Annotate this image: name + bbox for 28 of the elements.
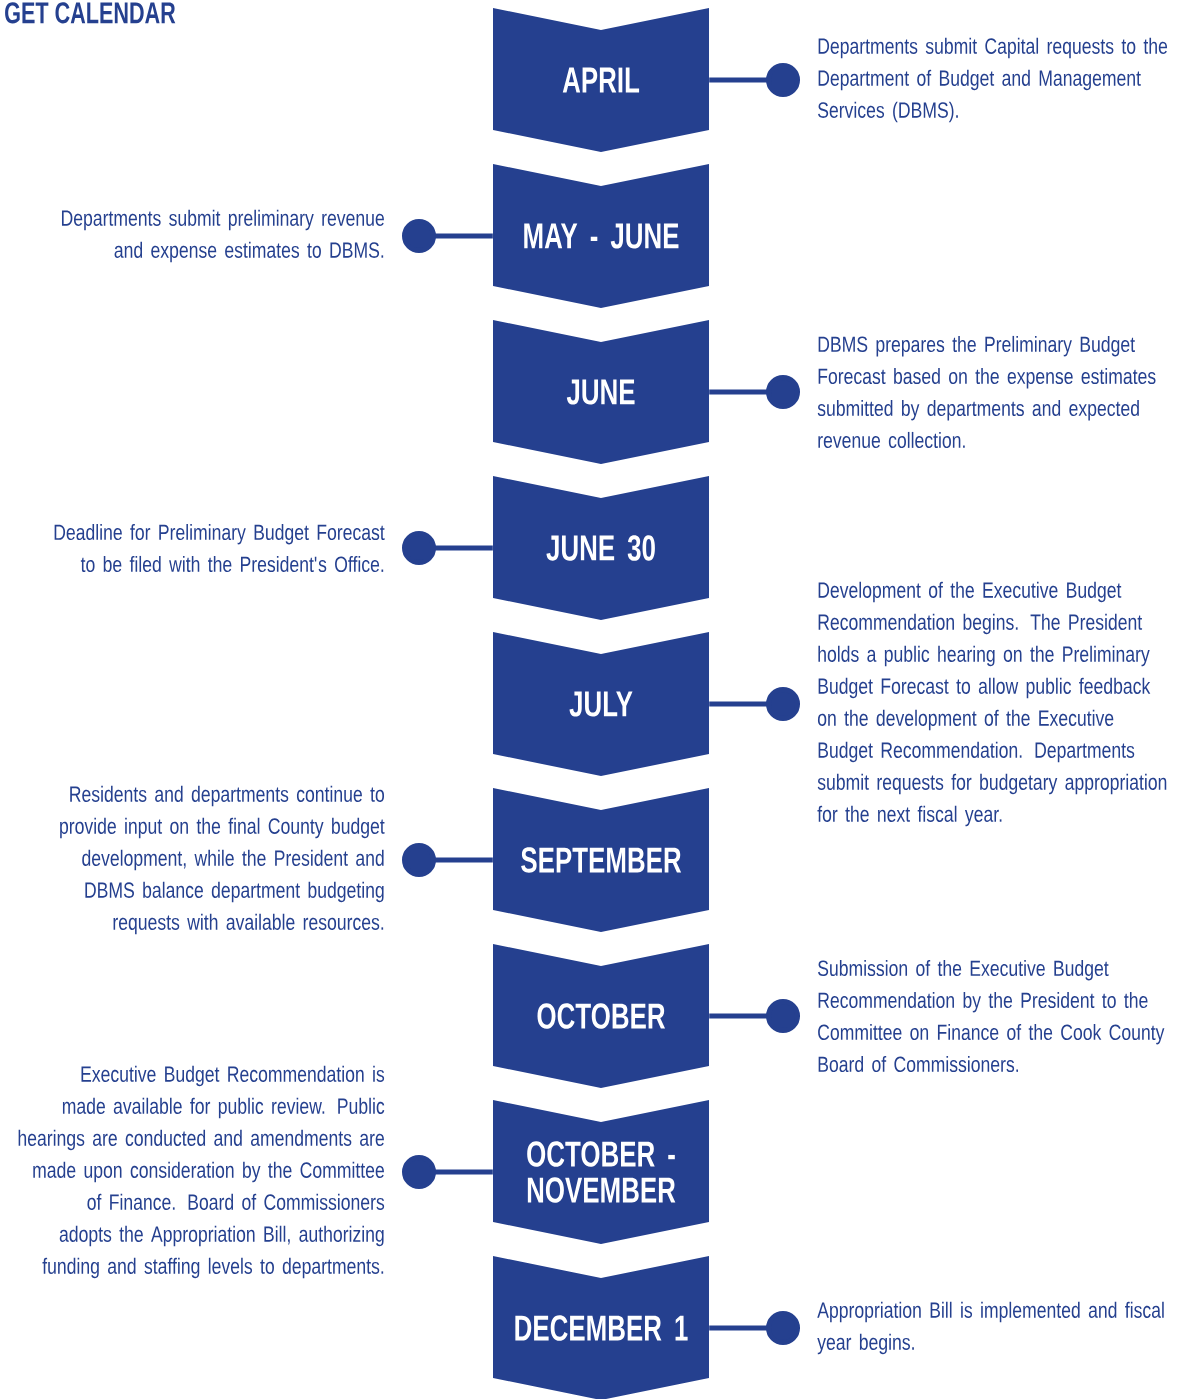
connector <box>709 999 800 1033</box>
month-banner: JUNE 30 <box>493 476 709 620</box>
connector <box>709 1311 800 1345</box>
description-text: DBMS prepares the Preliminary Budget Forecast based on the expense estimates submitted by departments and expected revenue collection. <box>817 335 1156 449</box>
description-text: Appropriation Bill is implemented and fiscal year begins. <box>817 1301 1164 1355</box>
month-banner: APRIL <box>493 8 709 152</box>
month-banner: JULY <box>493 632 709 776</box>
connector <box>402 531 493 565</box>
description-text: Residents and departments continue to provide input on the final County budget development, while the President and DBMS balance department budgeting requests with available resources. <box>60 785 385 935</box>
month-banner: JUNE <box>493 320 709 464</box>
description-text: Deadline for Preliminary Budget Forecast to be filed with the President's Office. <box>54 523 385 573</box>
connector <box>402 219 493 253</box>
description-text: Development of the Executive Budget Recommendation begins. The President holds a public hearing on the Preliminary Budget Forecast to allow public feedback on the development of the Executive Budget Recommendation. Departments submit requests for budgetary appropriation for the next fiscal year. <box>817 581 1167 827</box>
connector <box>402 1155 493 1189</box>
month-banner: MAY - JUNE <box>493 164 709 308</box>
connector <box>402 843 493 877</box>
month-banner: SEPTEMBER <box>493 788 709 932</box>
month-banner: OCTOBER <box>493 944 709 1088</box>
description-text: Departments submit Capital requests to the Department of Budget and Management Services (DBMS). <box>818 37 1168 123</box>
month-banner: OCTOBER - NOVEMBER <box>493 1100 709 1244</box>
description-text: Executive Budget Recommendation is made available for public review. Public hearings are conducted and amendments are made upon consideration by the Committee of Finance. Board of Commissioners adopts the Appropriation Bill, authorizing funding and staffing levels to departments. <box>18 1065 385 1279</box>
connector <box>709 63 800 97</box>
month-banner: DECEMBER 1 <box>493 1256 709 1399</box>
description-text: Departments submit preliminary revenue and expense estimates to DBMS. <box>62 209 384 263</box>
description-text: Submission of the Executive Budget Recommendation by the President to the Committee on Finance of the Cook County Board of Commissioners. <box>818 959 1165 1073</box>
title: GET CALENDAR <box>5 2 176 24</box>
connector <box>709 375 800 409</box>
connector <box>709 687 800 721</box>
